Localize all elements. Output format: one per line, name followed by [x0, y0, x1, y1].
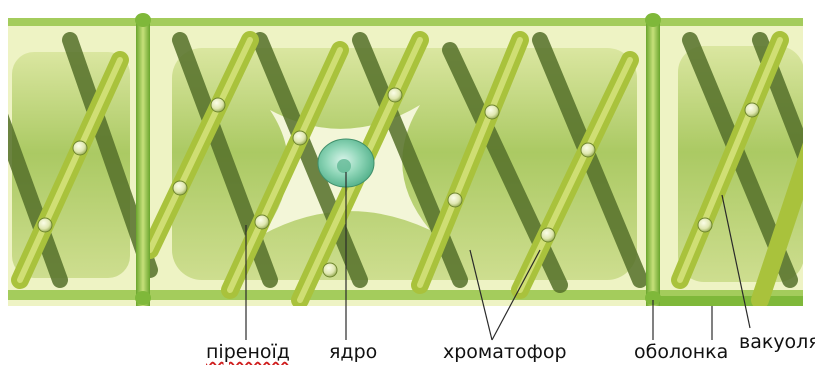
pyrenoid-dot: [485, 105, 499, 119]
pyrenoid-dot: [38, 218, 52, 232]
cross-wall-1-cap-bottom: [135, 291, 151, 305]
pyrenoid-dot: [541, 228, 555, 242]
pyrenoid-dot: [255, 215, 269, 229]
pyrenoid-dot: [388, 88, 402, 102]
pyrenoid-dot: [293, 131, 307, 145]
pyrenoid-dot: [448, 193, 462, 207]
cross-wall-2: [646, 18, 660, 306]
pyrenoid-dot: [211, 98, 225, 112]
label-pyrenoid: піреноїд: [206, 343, 290, 362]
pyrenoid-dot: [173, 181, 187, 195]
bottom-wall-thick: [660, 296, 803, 306]
label-cell-wall: оболонка: [634, 343, 728, 362]
label-nucleus: ядро: [329, 343, 377, 362]
nucleolus: [337, 159, 351, 173]
pyrenoid-dot: [73, 141, 87, 155]
label-vacuole: вакуоля: [739, 333, 815, 352]
cross-wall-1-cap-top: [135, 13, 151, 27]
top-wall: [8, 18, 803, 26]
label-chromatophore: хроматофор: [443, 343, 567, 362]
pyrenoid-dot: [581, 143, 595, 157]
pyrenoid-dot: [698, 218, 712, 232]
cross-wall-2-cap-top: [645, 13, 661, 27]
cross-wall-1: [136, 18, 150, 306]
label-pyrenoid-text: піреноїд: [206, 341, 290, 363]
pyrenoid-dot: [323, 263, 337, 277]
pyrenoid-dot: [745, 103, 759, 117]
